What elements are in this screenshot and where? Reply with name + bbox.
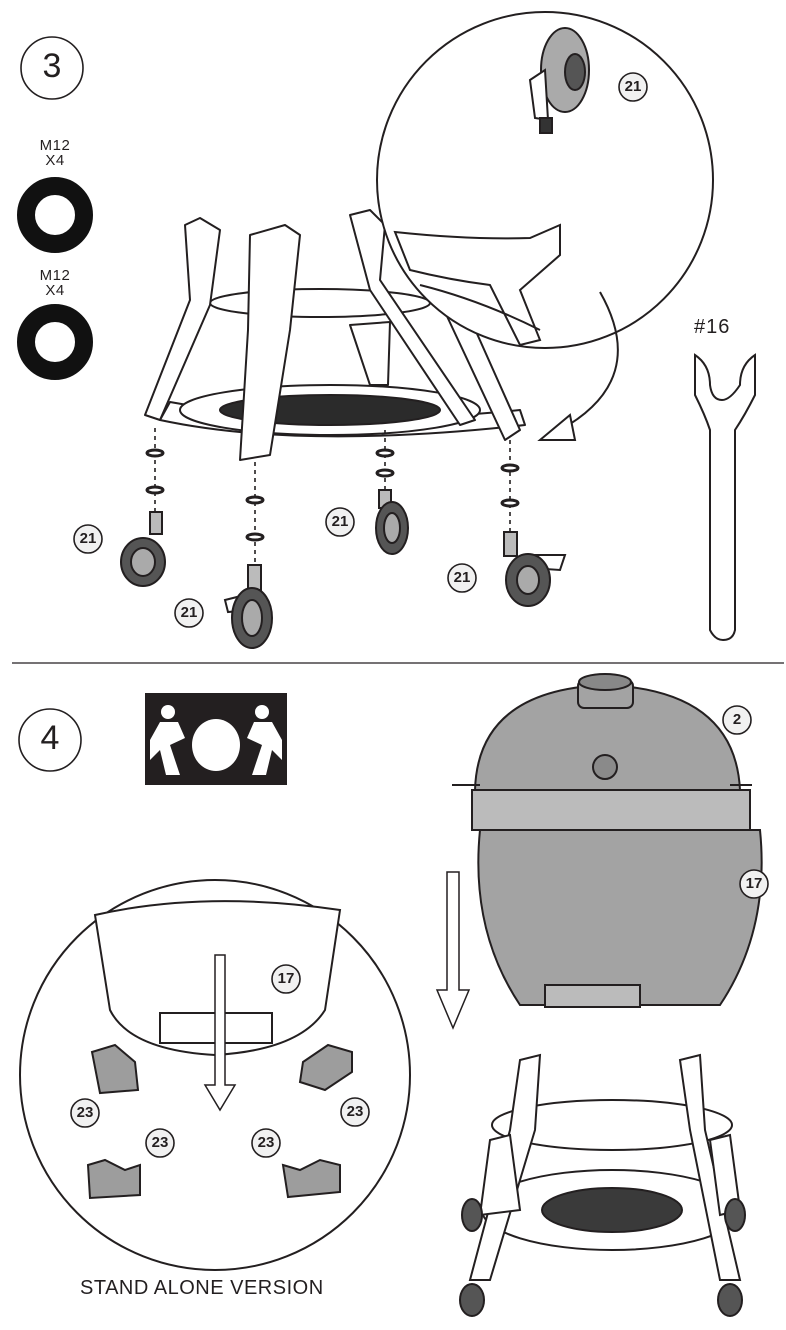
step-3-number: 3 [42, 47, 62, 85]
callout-23: 23 [257, 1134, 275, 1151]
washer-bottom-qty: X4 [45, 282, 65, 299]
callout-21: 21 [79, 530, 97, 547]
two-person-lift-icon [145, 693, 287, 785]
washer-top-label: M12 X4 [30, 138, 80, 168]
bolt-lines [154, 150, 546, 568]
callout-17: 17 [745, 875, 763, 892]
washer-icon-bottom [17, 304, 93, 380]
step-4-circle [18, 708, 82, 772]
detail-caster [528, 27, 590, 134]
callout-2: 2 [732, 711, 742, 728]
washer-icon-top [17, 177, 93, 253]
wrench-icon [694, 353, 756, 642]
stand-alone-caption: STAND ALONE VERSION [80, 1277, 324, 1299]
callout-21: 21 [331, 513, 349, 530]
step-3-circle [20, 36, 84, 100]
caster-wheel [503, 531, 567, 607]
callout-23: 23 [151, 1134, 169, 1151]
callout-circles [70, 72, 769, 1158]
washer-top-qty: X4 [45, 152, 65, 169]
stand-with-casters [459, 1053, 746, 1317]
stand-frame [144, 209, 526, 461]
curved-arrow [559, 291, 619, 431]
detail-down-arrow [203, 954, 237, 1112]
callout-21: 21 [453, 569, 471, 586]
washer-bottom-size: M12 [39, 267, 71, 284]
callout-21: 21 [180, 604, 198, 621]
washer-top-size: M12 [39, 137, 71, 154]
callout-21: 21 [624, 78, 642, 95]
kamado-grill [452, 673, 763, 1008]
step-4-number: 4 [40, 719, 60, 757]
caster-wheel [223, 564, 273, 649]
caster-wheel [120, 511, 166, 587]
rubber-foot [86, 1043, 353, 1200]
callout-17-detail: 17 [277, 970, 295, 987]
callout-23: 23 [346, 1103, 364, 1120]
caster-wheel [375, 489, 409, 555]
callout-23: 23 [76, 1104, 94, 1121]
detail-leg [393, 223, 561, 347]
washer-bottom-label: M12 X4 [30, 268, 80, 298]
down-arrow [435, 871, 471, 1030]
lift-quantity-label: x2 [203, 737, 221, 754]
wrench-label: #16 [694, 316, 731, 338]
